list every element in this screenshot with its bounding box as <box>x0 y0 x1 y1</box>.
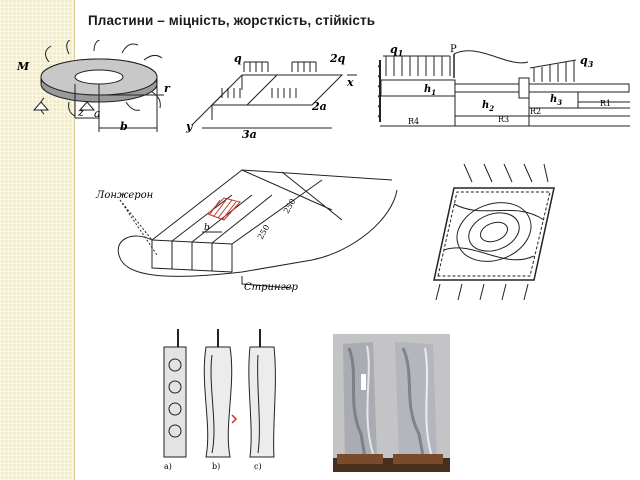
label-R4: R4 <box>408 117 419 126</box>
label-dim-250-b: 250 <box>282 197 297 215</box>
label-col-a: a) <box>164 462 172 471</box>
label-3a: 3a <box>242 128 257 140</box>
figure-plate-buckling <box>433 163 555 300</box>
label-h1: h1 <box>424 84 436 97</box>
label-q3: q3 <box>580 54 594 69</box>
label-col-b: b) <box>212 462 220 471</box>
label-b: b <box>120 120 128 133</box>
figure-wing-panel: Лонжерон Стрингер b 250 250 <box>95 169 398 293</box>
label-q: q <box>234 52 242 65</box>
label-x: x <box>346 76 354 89</box>
strip-divider <box>74 0 75 480</box>
label-col-c: c) <box>254 462 262 471</box>
label-r: r <box>164 82 171 95</box>
label-y: y <box>185 120 194 133</box>
label-h3: h3 <box>550 94 562 107</box>
figure-stepped-plate: q1 P q3 h1 h2 h3 R1 R2 R3 R4 <box>378 43 630 127</box>
label-2q: 2q <box>329 52 346 65</box>
figure-column-buckling: a) b) c) <box>163 329 276 471</box>
label-h2: h2 <box>482 100 494 113</box>
label-M: M <box>16 60 30 73</box>
figure-plate-loads: q 2q x y 2a 3a <box>185 52 357 140</box>
figure-annular-plate: M r z a b <box>16 40 171 133</box>
label-R1: R1 <box>600 99 611 108</box>
label-P: P <box>450 44 457 55</box>
label-spar: Лонжерон <box>95 190 153 201</box>
label-z: z <box>77 106 84 119</box>
slide-title: Пластини – міцність, жорсткість, стійкіс… <box>88 13 376 28</box>
photo-buckled-profiles <box>333 334 450 472</box>
label-b-wing: b <box>204 223 210 233</box>
label-a: a <box>94 107 101 120</box>
label-2a: 2a <box>311 100 327 113</box>
label-stringer: Стрингер <box>244 282 299 293</box>
label-R3: R3 <box>498 115 509 124</box>
label-q1: q1 <box>390 43 403 58</box>
label-R2: R2 <box>530 107 541 116</box>
